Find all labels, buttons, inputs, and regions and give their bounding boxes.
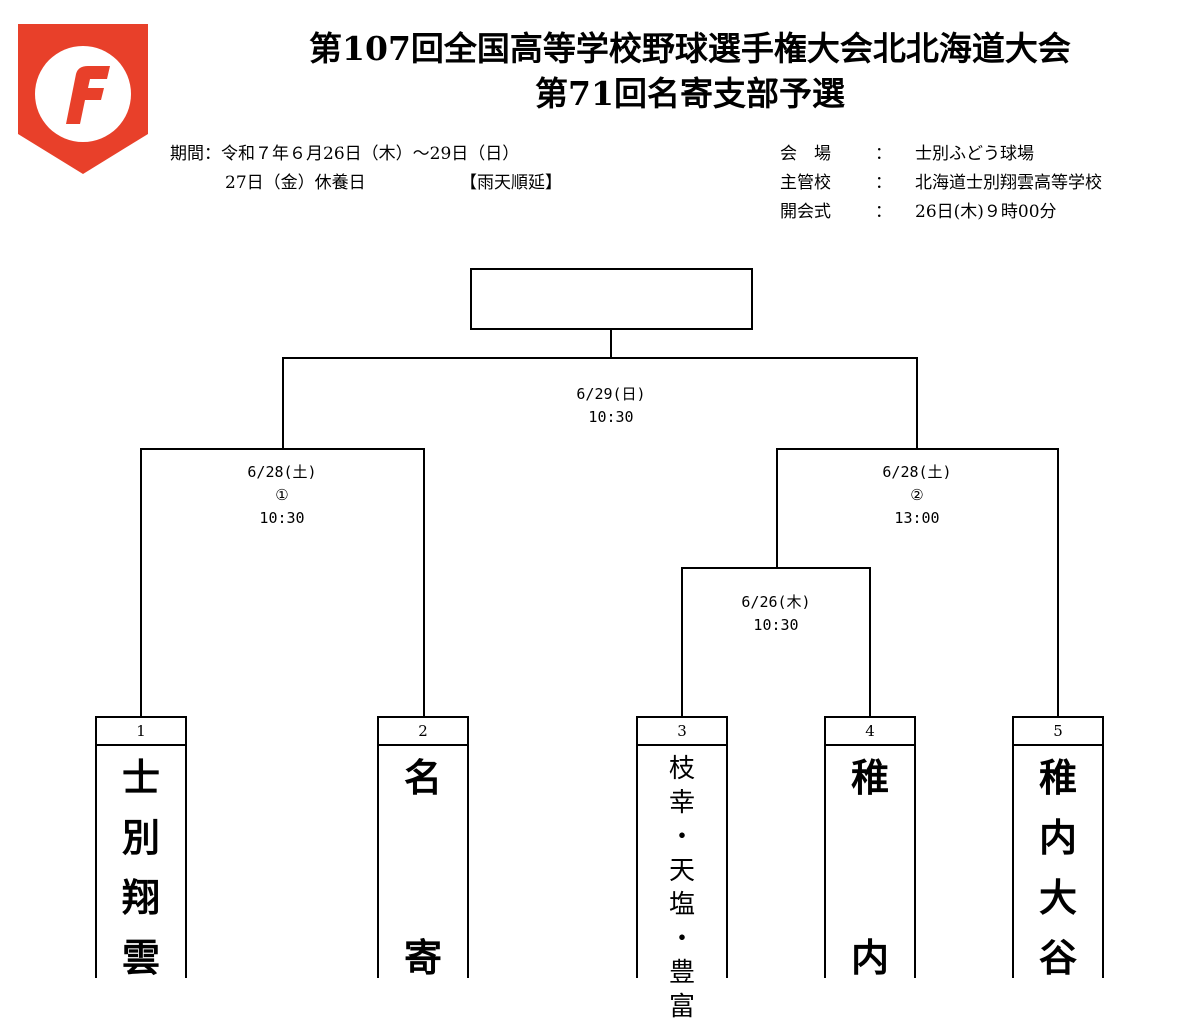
opening-ceremony-sep: ： bbox=[875, 202, 892, 222]
semi-right-date: 6/28(土) bbox=[882, 463, 952, 481]
team-name: 稚 内 大 谷 bbox=[1014, 746, 1102, 988]
team-box-1: 1 士 別 翔 雲 bbox=[95, 716, 187, 980]
opening-ceremony-key: 開会式 bbox=[780, 202, 831, 222]
final-bracket-line bbox=[282, 357, 918, 448]
team-name-char: 塩 bbox=[668, 890, 695, 920]
semi-left-date: 6/28(土) bbox=[247, 463, 317, 481]
semi-left-time: 10:30 bbox=[259, 509, 305, 527]
team-name-char: 谷 bbox=[1038, 935, 1077, 980]
venue-value: 士別ふどう球場 bbox=[915, 144, 1034, 164]
team-number: 2 bbox=[379, 718, 467, 746]
team-box-3: 3 枝 幸 ・ 天 塩 ・ 豊 富 bbox=[636, 716, 728, 1022]
rest-day-label: 27日（金）休養日 bbox=[225, 173, 366, 193]
final-time: 10:30 bbox=[588, 408, 634, 426]
team-box-4: 4 稚 内 bbox=[824, 716, 916, 980]
opening-ceremony-value: 26日(木)９時00分 bbox=[915, 202, 1057, 222]
period-label: 期間：令和７年６月26日（木）～29日（日） bbox=[170, 144, 520, 164]
team-name-char: 内 bbox=[1038, 815, 1077, 860]
f-shield-logo-icon bbox=[18, 24, 148, 174]
final-date: 6/29(日) bbox=[576, 385, 646, 403]
tournament-bracket bbox=[140, 330, 1059, 716]
semi-right-number: ② bbox=[910, 486, 924, 504]
team-number: 4 bbox=[826, 718, 914, 746]
team-box-2: 2 名 寄 bbox=[377, 716, 469, 980]
team-name: 名 寄 bbox=[379, 746, 467, 988]
team-name-char: 稚 bbox=[1038, 755, 1077, 800]
venue-sep: ： bbox=[875, 144, 892, 164]
host-school-key: 主管校 bbox=[780, 173, 831, 193]
team-name-char: ・ bbox=[668, 822, 695, 852]
semi-left-bracket-line bbox=[140, 448, 425, 716]
team-name-char: 幸 bbox=[668, 788, 695, 818]
team-name-char: 別 bbox=[121, 815, 160, 860]
team-name-char: 寄 bbox=[403, 935, 442, 980]
semi-right-schedule: 6/28(土) ② 13:00 bbox=[847, 461, 987, 530]
semi-left-schedule: 6/28(土) ① 10:30 bbox=[212, 461, 352, 530]
host-school-value: 北海道士別翔雲高等学校 bbox=[915, 173, 1102, 193]
team-name-char: 豊 bbox=[668, 958, 695, 988]
first-round-bracket-line bbox=[681, 567, 871, 716]
host-school-sep: ： bbox=[875, 173, 892, 193]
team-number: 1 bbox=[97, 718, 185, 746]
first-round-time: 10:30 bbox=[753, 616, 799, 634]
team-name-char: 翔 bbox=[121, 875, 160, 920]
team-name-spacer bbox=[379, 808, 467, 928]
tournament-title: 第107回全国高等学校野球選手権大会北北海道大会 bbox=[309, 29, 1071, 68]
first-round-schedule: 6/26(木) 10:30 bbox=[706, 591, 846, 637]
semi-right-time: 13:00 bbox=[894, 509, 940, 527]
team-name-char: ・ bbox=[668, 924, 695, 954]
venue-key: 会 場 bbox=[780, 144, 831, 164]
tournament-subtitle: 第71回名寄支部予選 bbox=[535, 74, 845, 113]
team-name-char: 大 bbox=[1038, 875, 1077, 920]
team-box-5: 5 稚 内 大 谷 bbox=[1012, 716, 1104, 980]
team-name-char: 内 bbox=[850, 935, 889, 980]
rain-note: 【雨天順延】 bbox=[460, 173, 562, 193]
team-name-char: 士 bbox=[121, 755, 160, 800]
team-name-char: 稚 bbox=[850, 755, 889, 800]
final-schedule: 6/29(日) 10:30 bbox=[541, 383, 681, 429]
team-name: 士 別 翔 雲 bbox=[97, 746, 185, 988]
semi-left-number: ① bbox=[275, 486, 289, 504]
team-name-char: 富 bbox=[668, 992, 695, 1022]
team-name-char: 天 bbox=[668, 856, 695, 886]
team-number: 3 bbox=[638, 718, 726, 746]
team-name: 枝 幸 ・ 天 塩 ・ 豊 富 bbox=[638, 746, 726, 1024]
team-name: 稚 内 bbox=[826, 746, 914, 988]
team-name-spacer bbox=[826, 808, 914, 928]
first-round-date: 6/26(木) bbox=[741, 593, 811, 611]
semi-right-bracket-line bbox=[776, 448, 1059, 716]
champion-box bbox=[470, 268, 753, 330]
team-name-char: 名 bbox=[403, 755, 442, 800]
team-name-char: 枝 bbox=[668, 754, 695, 784]
team-number: 5 bbox=[1014, 718, 1102, 746]
team-name-char: 雲 bbox=[121, 935, 160, 980]
